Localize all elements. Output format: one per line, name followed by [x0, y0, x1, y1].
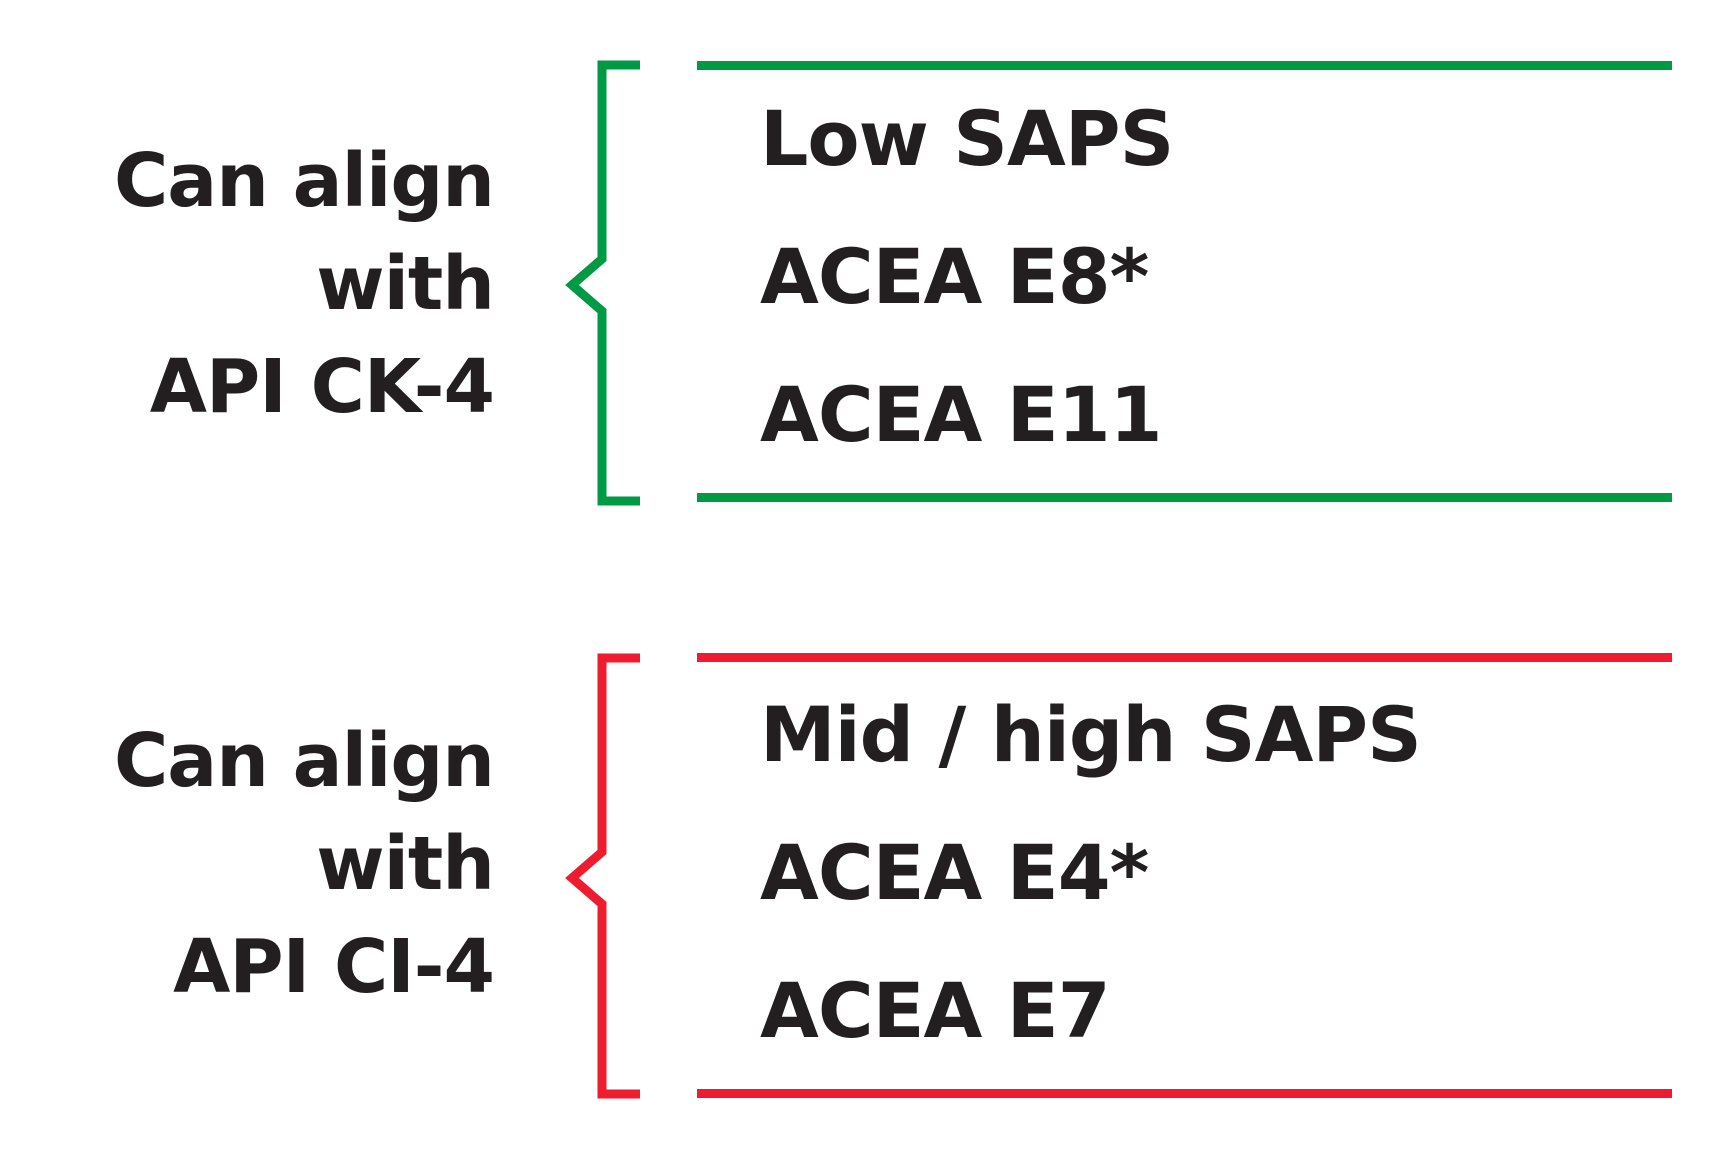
list-item: ACEA E8*	[760, 232, 1149, 321]
list-item: ACEA E7	[760, 966, 1111, 1055]
top-rule	[697, 61, 1672, 70]
list-item: Mid / high SAPS	[760, 690, 1422, 779]
list-item: ACEA E11	[760, 370, 1162, 459]
list-item: Low SAPS	[760, 94, 1174, 183]
top-rule	[697, 653, 1672, 662]
label-line: API CK-4	[149, 344, 495, 430]
curly-brace-icon	[565, 653, 640, 1099]
group-label: Can align with API CI-4	[74, 710, 495, 1019]
item-list: Mid / high SAPS ACEA E4* ACEA E7	[760, 666, 1422, 1080]
group-label: Can align with API CK-4	[74, 130, 495, 439]
group-api-ci-4: Can align with API CI-4 Mid / high SAPS …	[0, 590, 1734, 1110]
curly-brace-icon	[565, 60, 640, 506]
bottom-rule	[697, 493, 1672, 502]
group-api-ck-4: Can align with API CK-4 Low SAPS ACEA E8…	[0, 0, 1734, 520]
list-item: ACEA E4*	[760, 828, 1149, 917]
item-list: Low SAPS ACEA E8* ACEA E11	[760, 70, 1174, 484]
label-line: Can align	[113, 138, 495, 224]
label-line: with	[316, 821, 495, 907]
bottom-rule	[697, 1089, 1672, 1098]
label-line: API CI-4	[173, 924, 495, 1010]
label-line: with	[316, 241, 495, 327]
label-line: Can align	[113, 718, 495, 804]
